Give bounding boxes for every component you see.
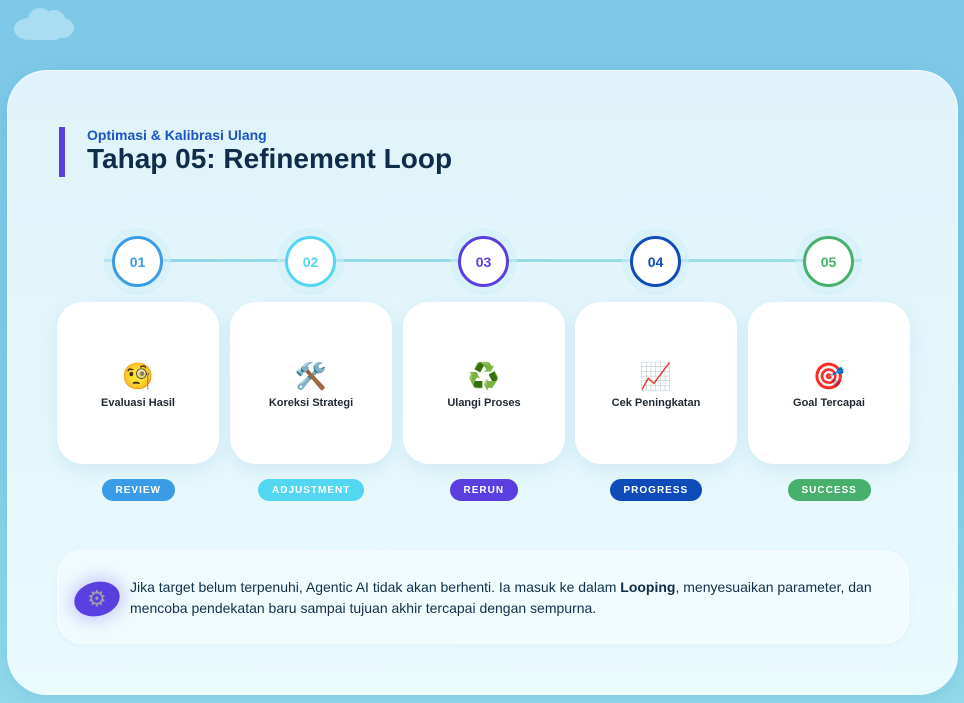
- hammer-and-wrench-icon: 🛠️: [294, 361, 328, 391]
- step-card[interactable]: 📈 Cek Peningkatan: [575, 302, 737, 464]
- recycle-icon: ♻️: [467, 361, 501, 391]
- cloud-decoration: [14, 6, 74, 42]
- step-card[interactable]: 🧐 Evaluasi Hasil: [57, 302, 219, 464]
- face-with-monocle-icon: 🧐: [121, 361, 155, 391]
- main-card: Optimasi & Kalibrasi Ulang Tahap 05: Ref…: [7, 70, 958, 695]
- step-label: Goal Tercapai: [793, 397, 865, 409]
- status-badge: RERUN: [449, 479, 519, 501]
- step-label: Evaluasi Hasil: [101, 397, 175, 409]
- step-number-circle: 03: [458, 236, 509, 287]
- step-number-circle: 05: [803, 236, 854, 287]
- step-label: Cek Peningkatan: [611, 397, 701, 409]
- status-badge: SUCCESS: [787, 479, 871, 501]
- section-header: Optimasi & Kalibrasi Ulang Tahap 05: Ref…: [59, 127, 452, 177]
- step-number-circle: 02: [285, 236, 336, 287]
- note-bold-keyword: Looping: [620, 579, 676, 595]
- status-badge: PROGRESS: [609, 479, 703, 501]
- step-card[interactable]: ♻️ Ulangi Proses: [403, 302, 565, 464]
- gear-icon: ⚙: [70, 576, 124, 622]
- status-badge: REVIEW: [101, 479, 175, 501]
- step-label: Koreksi Strategi: [268, 397, 354, 409]
- info-note: ⚙ Jika target belum terpenuhi, Agentic A…: [57, 550, 909, 644]
- chart-increasing-icon: 📈: [639, 361, 673, 391]
- status-badge: ADJUSTMENT: [258, 479, 365, 501]
- step-card[interactable]: 🛠️ Koreksi Strategi: [230, 302, 392, 464]
- step-card[interactable]: 🎯 Goal Tercapai: [748, 302, 910, 464]
- page-title: Tahap 05: Refinement Loop: [87, 143, 453, 174]
- step-number-circle: 04: [630, 236, 681, 287]
- section-subtitle: Optimasi & Kalibrasi Ulang: [87, 127, 267, 143]
- step-number-circle: 01: [112, 236, 163, 287]
- target-icon: 🎯: [812, 361, 846, 391]
- step-label: Ulangi Proses: [447, 397, 521, 409]
- note-text: Jika target belum terpenuhi, Agentic AI …: [130, 579, 872, 616]
